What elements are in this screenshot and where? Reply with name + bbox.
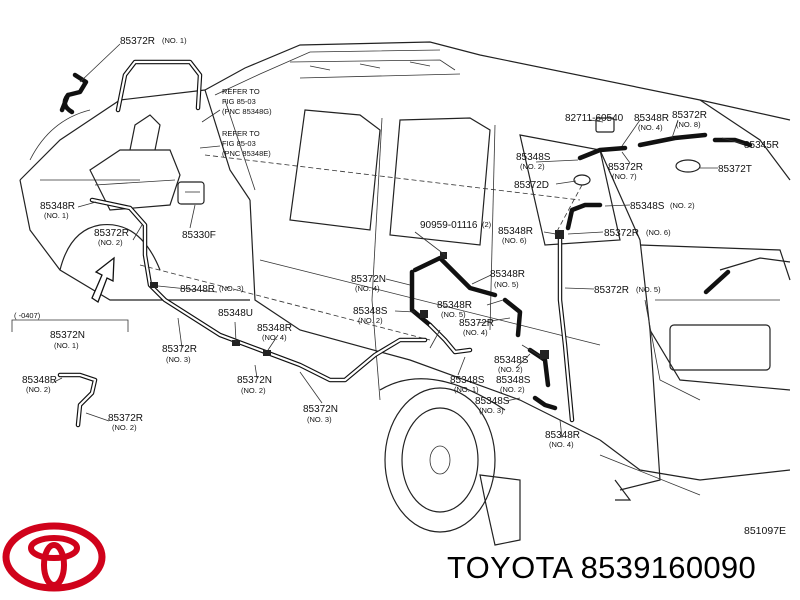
part-label: 85348S: [516, 152, 551, 163]
part-sub-label: (NO. 2): [500, 385, 525, 394]
part-sub-label: (NO. 2): [498, 365, 523, 374]
part-sub-label: (NO. 1): [44, 211, 69, 220]
part-label: 85372N: [351, 274, 386, 285]
part-label: 85372R: [672, 110, 707, 121]
part-sub-label: (NO. 6): [502, 236, 527, 245]
part-sub-label: (NO. 8): [676, 120, 701, 129]
part-label: 85372R: [162, 344, 197, 355]
date-range-label: ( -0407): [14, 311, 41, 320]
part-label: 85348S: [494, 355, 529, 366]
part-label: 85372R: [459, 318, 494, 329]
part-sub-label: (2): [482, 220, 492, 229]
washer-tank: [89, 114, 205, 211]
part-sub-label: (NO. 2): [670, 201, 695, 210]
part-label: 85348R: [545, 430, 580, 441]
part-sub-label: (NO. 4): [549, 440, 574, 449]
part-label: 85372N: [237, 375, 272, 386]
part-label: 85348S: [496, 375, 531, 386]
part-sub-label: (NO. 5): [494, 280, 519, 289]
part-sub-label: (NO. 1): [454, 385, 479, 394]
part-label: 85348R: [257, 323, 292, 334]
part-sub-label: (NO. 1): [54, 341, 79, 350]
part-label: 85372R: [94, 228, 129, 239]
rear-hoses: [409, 117, 753, 423]
routing-dashes: [139, 154, 583, 341]
part-sub-label: (NO. 4): [463, 328, 488, 337]
refer-note-1-line2: FIG 85-03: [222, 97, 256, 106]
part-sub-label: (NO. 3): [307, 415, 332, 424]
part-sub-label: (NO. 2): [98, 238, 123, 247]
part-label: 85372T: [718, 164, 752, 175]
part-sub-label: (NO. 3): [166, 355, 191, 364]
part-label: 82711-60540: [565, 113, 624, 124]
part-label: 85372R: [120, 36, 155, 47]
part-label: 85348U: [218, 308, 253, 319]
part-sub-label: (NO. 2): [241, 386, 266, 395]
part-label: 85348R: [498, 226, 533, 237]
part-label: 85348R: [40, 201, 75, 212]
part-sub-label: (NO. 2): [112, 423, 137, 432]
part-sub-label: (NO. 2): [520, 162, 545, 171]
part-label: 85348R: [634, 113, 669, 124]
part-sub-label: (NO. 1): [162, 36, 187, 45]
part-label: 85348R: [22, 375, 57, 386]
part-label: 85348R: [180, 284, 215, 295]
brand-caption: TOYOTA 8539160090: [447, 550, 756, 585]
refer-note-1-line1: REFER TO: [222, 87, 260, 96]
part-label: 85372N: [303, 404, 338, 415]
refer-note-2-line3: (PNC 85348E): [222, 149, 271, 158]
part-label: 85372N: [50, 330, 85, 341]
part-sub-label: (NO. 6): [646, 228, 671, 237]
part-sub-label: (NO. 5): [636, 285, 661, 294]
part-label: 85345R: [744, 140, 779, 151]
part-sub-label: (NO. 5): [441, 310, 466, 319]
part-label: 85348S: [353, 306, 388, 317]
inset-detail: [11, 319, 129, 428]
direction-arrow-icon: [91, 256, 115, 303]
part-sub-label: (NO. 3): [219, 284, 244, 293]
refer-note-2-line2: FIG 85-03: [222, 139, 256, 148]
refer-note-1-line3: (PNC 85348G): [222, 107, 272, 116]
diagram-code: 851097E: [744, 525, 787, 537]
part-label: 85348S: [450, 375, 485, 386]
part-label: 85348R: [490, 269, 525, 280]
part-label: 85348S: [475, 396, 510, 407]
part-sub-label: (NO. 4): [262, 333, 287, 342]
part-label: 85372R: [594, 285, 629, 296]
part-label: 85348S: [630, 201, 665, 212]
part-sub-label: (NO. 7): [612, 172, 637, 181]
part-labels: ( -0407) REFER TO FIG 85-03 (PNC 85348G)…: [14, 36, 779, 449]
part-label: 85372R: [604, 228, 639, 239]
part-sub-label: (NO. 2): [358, 316, 383, 325]
part-label: 85372R: [108, 413, 143, 424]
part-label: 90959-01116: [420, 220, 478, 231]
part-label: 85330F: [182, 230, 216, 241]
leader-lines: [51, 43, 745, 439]
refer-note-2-line1: REFER TO: [222, 129, 260, 138]
part-label: 85348R: [437, 300, 472, 311]
part-sub-label: (NO. 4): [355, 284, 380, 293]
toyota-logo-icon: [2, 522, 106, 592]
part-sub-label: (NO. 2): [26, 385, 51, 394]
part-label: 85372R: [608, 162, 643, 173]
part-label: 85372D: [514, 180, 549, 191]
part-sub-label: (NO. 4): [638, 123, 663, 132]
part-sub-label: (NO. 3): [479, 406, 504, 415]
